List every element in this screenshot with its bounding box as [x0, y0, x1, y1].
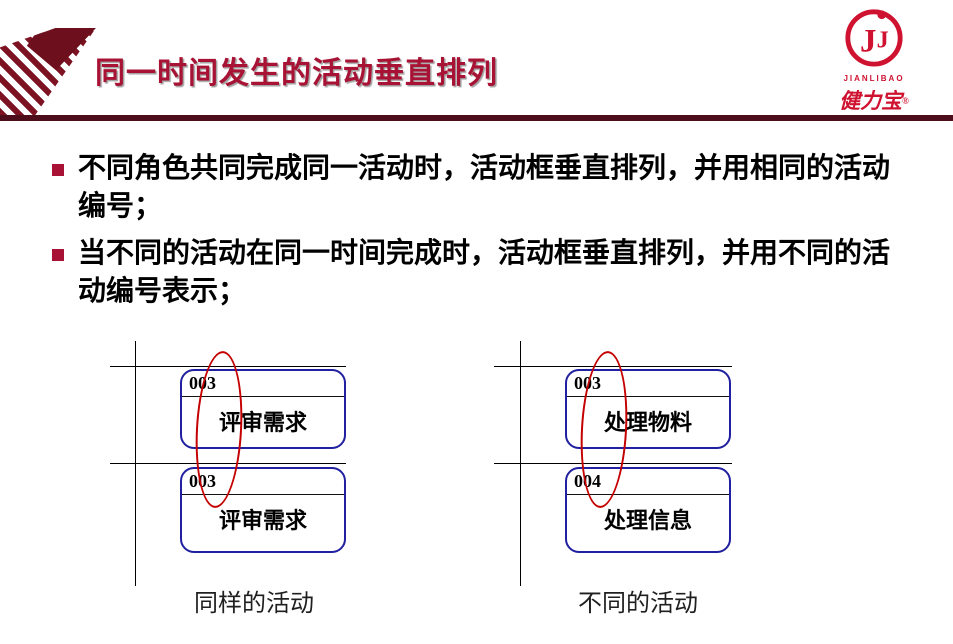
swimlane-horizontal-line: [110, 463, 346, 464]
activity-number: 003: [182, 371, 344, 397]
activity-box: 003 处理物料: [565, 369, 731, 449]
swimlane-horizontal-line: [494, 463, 732, 464]
logo-script-text: 健力宝®: [824, 85, 924, 115]
activity-label: 评审需求: [218, 508, 307, 533]
logo-emblem-icon: J J: [845, 9, 903, 67]
bullet-marker: [52, 249, 64, 261]
swimlane-horizontal-line: [494, 366, 732, 367]
logo-brand-text: JIANLIBAO: [843, 74, 905, 83]
bullet-marker: [52, 164, 64, 176]
registered-mark: ®: [902, 96, 909, 106]
activity-box: 003 评审需求: [180, 467, 346, 553]
bullet-text: 当不同的活动在同一时间完成时，活动框垂直排列，并用不同的活动编号表示；: [78, 238, 891, 307]
bullet-text: 不同角色共同完成同一活动时，活动框垂直排列，并用相同的活动编号；: [78, 153, 891, 222]
bullet-list: 不同角色共同完成同一活动时，活动框垂直排列，并用相同的活动编号； 当不同的活动在…: [52, 150, 912, 320]
activity-label: 处理物料: [603, 410, 692, 435]
page-title: 同一时间发生的活动垂直排列: [95, 57, 498, 90]
activity-label: 处理信息: [603, 508, 692, 533]
diagram-caption: 同样的活动: [194, 591, 314, 617]
swimlane-horizontal-line: [110, 366, 346, 367]
activity-label: 评审需求: [218, 410, 307, 435]
corner-decoration: [0, 28, 96, 116]
bullet-item: 当不同的活动在同一时间完成时，活动框垂直排列，并用不同的活动编号表示；: [52, 235, 912, 311]
title-divider: [0, 115, 953, 121]
activity-number: 003: [182, 469, 344, 495]
diagram-caption: 不同的活动: [578, 591, 698, 617]
svg-text:J: J: [860, 24, 876, 60]
brand-logo: J J JIANLIBAO 健力宝®: [824, 6, 924, 115]
bullet-item: 不同角色共同完成同一活动时，活动框垂直排列，并用相同的活动编号；: [52, 150, 912, 226]
activity-number: 003: [567, 371, 729, 397]
svg-text:J: J: [877, 27, 889, 54]
activity-box: 004 处理信息: [565, 467, 731, 553]
activity-box: 003 评审需求: [180, 369, 346, 449]
logo-script-characters: 健力宝: [839, 89, 903, 113]
activity-number: 004: [567, 469, 729, 495]
